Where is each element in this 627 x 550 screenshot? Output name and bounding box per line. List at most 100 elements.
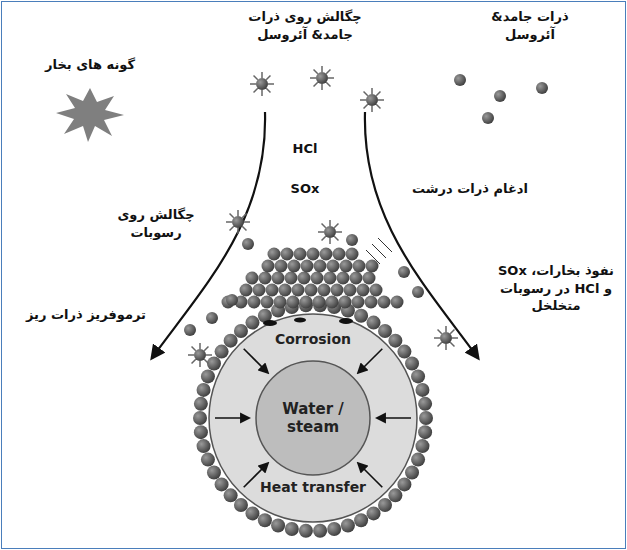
aerosol-flake	[310, 66, 334, 90]
particle	[320, 248, 333, 261]
particle	[197, 439, 211, 453]
particle	[378, 498, 392, 512]
tube-wall: CorrosionHeat transfer Water / steam	[208, 313, 418, 523]
particle	[226, 294, 238, 306]
particle	[215, 345, 229, 359]
particle	[207, 465, 221, 479]
particle	[341, 518, 355, 532]
particle	[224, 334, 238, 348]
particle	[275, 260, 288, 273]
particle	[285, 272, 298, 285]
particle	[378, 296, 391, 309]
particle	[388, 488, 402, 502]
particle	[419, 411, 433, 425]
flow-label: ترموفریز ذرات ریز	[22, 306, 150, 324]
particle	[482, 112, 494, 124]
particle	[272, 272, 285, 285]
flow-label: چگالش روی رسوبات	[104, 206, 208, 241]
particle	[346, 248, 359, 261]
aerosol-flake	[318, 220, 342, 244]
particle	[327, 260, 340, 273]
particle	[301, 260, 314, 273]
particle	[201, 369, 215, 383]
particle	[415, 383, 429, 397]
particle	[234, 324, 248, 338]
particle	[253, 284, 266, 297]
aerosol-flake	[226, 210, 250, 234]
particle	[357, 284, 370, 297]
particle	[240, 284, 253, 297]
particle	[370, 284, 383, 297]
aerosol-flake	[434, 326, 458, 350]
particle	[405, 465, 419, 479]
particle	[245, 506, 259, 520]
flow-label: چگالش روی ذرات جامد& آئروسل	[232, 8, 378, 43]
particle	[245, 316, 259, 330]
particle	[279, 284, 292, 297]
particle	[197, 383, 211, 397]
particle	[388, 334, 402, 348]
particle	[314, 260, 327, 273]
flow-label: گونه های بخار	[28, 56, 152, 74]
particle	[337, 272, 350, 285]
particle	[415, 439, 429, 453]
particle	[365, 296, 378, 309]
particle	[418, 397, 432, 411]
particle	[340, 260, 353, 273]
particle	[201, 453, 215, 467]
particle	[299, 524, 313, 538]
particle	[363, 272, 376, 285]
particle	[266, 284, 279, 297]
particle	[305, 284, 318, 297]
particle	[224, 488, 238, 502]
particle	[261, 296, 274, 309]
aerosol-flake	[360, 88, 384, 112]
particle	[271, 518, 285, 532]
particle	[268, 248, 281, 261]
particle	[294, 248, 307, 261]
particle	[318, 284, 331, 297]
particle	[391, 296, 404, 309]
flow-line	[365, 112, 478, 358]
particle	[324, 272, 337, 285]
particle	[367, 316, 381, 330]
particle	[333, 248, 346, 261]
particle	[194, 425, 208, 439]
flow-label: نفوذ بخارات، SOx و HCl در رسوبات متخلخل	[492, 262, 620, 315]
particle	[354, 309, 368, 323]
particle	[184, 324, 196, 336]
deposit-particles	[184, 74, 548, 538]
particle	[327, 522, 341, 536]
particle	[234, 498, 248, 512]
node-text: Heat transfer	[253, 479, 373, 495]
particle	[405, 357, 419, 371]
particle	[350, 272, 363, 285]
particle	[194, 397, 208, 411]
particle	[494, 90, 506, 102]
flow-label: HCl	[280, 140, 330, 158]
particle	[313, 524, 327, 538]
aerosol-flake	[250, 72, 274, 96]
particle	[353, 260, 366, 273]
particle	[285, 522, 299, 536]
particle	[242, 238, 254, 250]
particle	[300, 296, 313, 309]
particle	[411, 453, 425, 467]
particle	[258, 513, 272, 527]
particle	[326, 296, 339, 309]
particle	[352, 296, 365, 309]
particle	[411, 369, 425, 383]
water-steam-core: Water / steam	[255, 360, 371, 476]
particle	[397, 477, 411, 491]
particle	[346, 234, 358, 246]
particle	[207, 357, 221, 371]
flow-label: ذرات جامد& آئروسل	[466, 8, 594, 43]
particle	[292, 284, 305, 297]
node-text: Corrosion	[263, 331, 363, 347]
particle	[354, 513, 368, 527]
aerosol-flake	[188, 343, 212, 367]
particle	[378, 324, 392, 338]
particle	[274, 296, 287, 309]
particle	[246, 272, 259, 285]
